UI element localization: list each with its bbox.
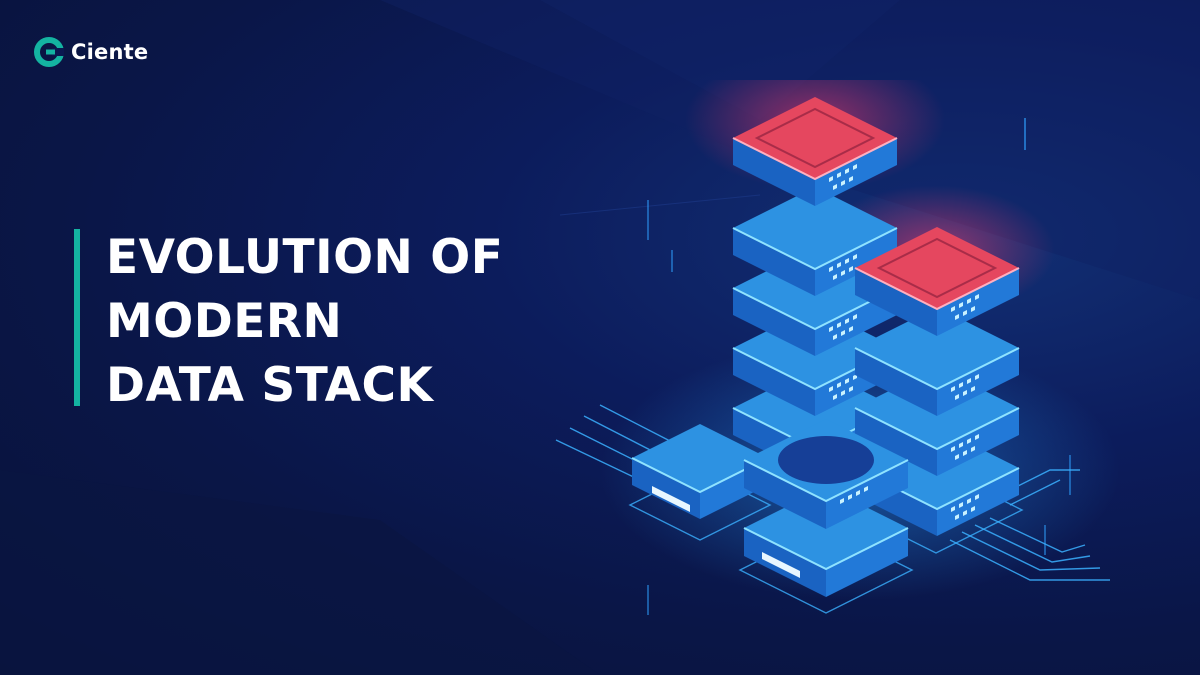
title-line-1: EVOLUTION OF <box>106 230 504 285</box>
brand-logo: Ciente <box>33 36 148 68</box>
headline-accent-bar <box>74 229 80 406</box>
page-title: EVOLUTION OF MODERN DATA STACK <box>106 226 503 418</box>
brand-name: Ciente <box>71 40 149 64</box>
server-stack-icon <box>555 80 1120 614</box>
ciente-logo-icon <box>34 37 64 67</box>
title-line-2: MODERN <box>106 294 343 349</box>
title-line-3: DATA STACK <box>106 358 434 413</box>
